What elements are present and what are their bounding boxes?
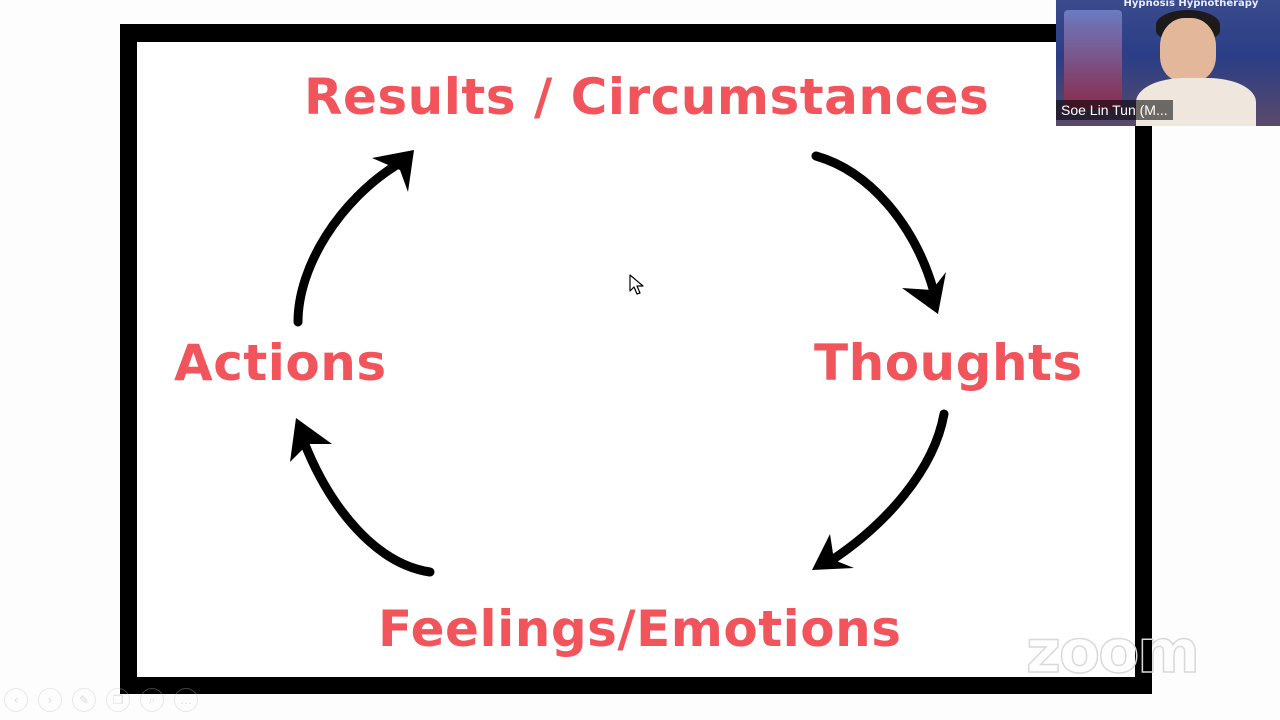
zoom-watermark-logo: zoom <box>1025 617 1200 687</box>
presentation-slide <box>120 24 1152 694</box>
copy-icon[interactable]: ❐ <box>106 688 130 712</box>
forward-icon[interactable]: › <box>38 688 62 712</box>
pen-icon[interactable]: ✎ <box>72 688 96 712</box>
node-thoughts: Thoughts <box>814 334 1083 392</box>
participant-name-label: Soe Lin Tun (M... <box>1056 100 1173 120</box>
annotation-toolbar: ‹ › ✎ ❐ ⌕ … <box>4 688 198 712</box>
back-icon[interactable]: ‹ <box>4 688 28 712</box>
participant-face <box>1160 18 1216 82</box>
participant-video-thumbnail[interactable]: Hypnosis Hypnotherapy Soe Lin Tun (M... <box>1056 0 1280 126</box>
background-poster <box>1064 10 1122 110</box>
node-actions: Actions <box>174 334 387 392</box>
node-results-circumstances: Results / Circumstances <box>304 68 990 126</box>
node-feelings-emotions: Feelings/Emotions <box>378 600 902 658</box>
background-banner-text: Hypnosis Hypnotherapy <box>1123 0 1259 9</box>
mouse-cursor-icon <box>629 274 644 295</box>
more-icon[interactable]: … <box>174 688 198 712</box>
zoom-icon[interactable]: ⌕ <box>140 688 164 712</box>
